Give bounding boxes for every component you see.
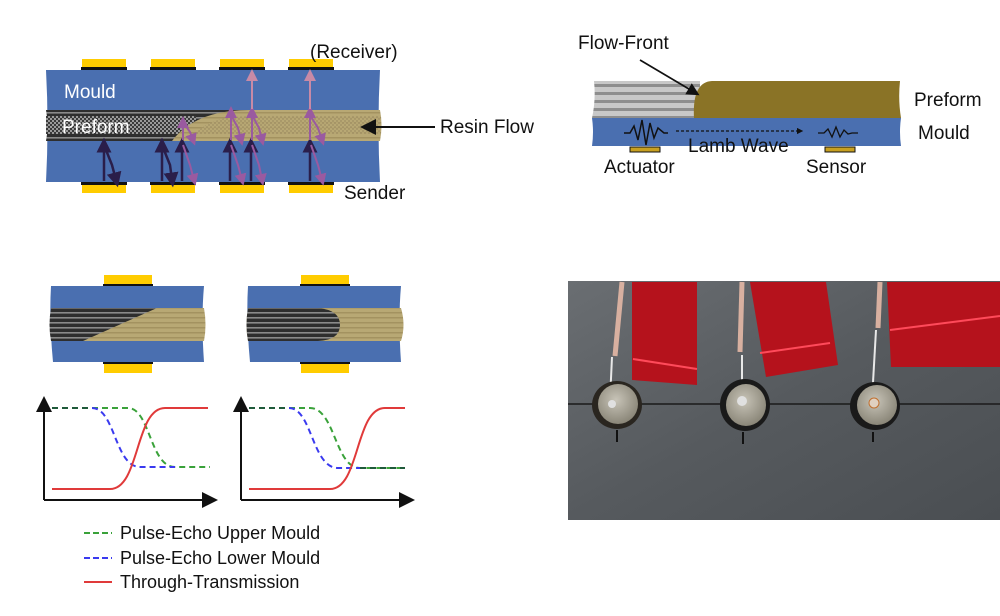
receiver-label: (Receiver) [310,42,398,63]
legend-label-upper: Pulse-Echo Upper Mould [120,523,320,543]
resin-preform [693,81,901,118]
legend: Pulse-Echo Upper Mould Pulse-Echo Lower … [84,523,320,592]
red-tape-2 [750,282,838,377]
preform-label: Preform [62,117,130,138]
flow-front-pointer [639,59,700,96]
transmitted-pink-arrows [246,69,316,109]
sensor-pad [824,146,856,153]
signal-plot-2 [233,396,415,508]
panel-a-through-transmission-diagram: (Receiver) Mould Preform Resin Flow Send… [46,42,534,204]
sender-label: Sender [344,183,406,204]
case-angled-front [49,275,206,373]
legend-label-lower: Pulse-Echo Lower Mould [120,548,320,568]
mould-label-b: Mould [918,123,970,144]
curve-pulse-echo-lower [91,407,175,468]
curve-pulse-echo-lower [288,407,360,469]
panel-d-sensor-photo [568,281,1000,520]
red-tape-1 [632,282,697,385]
sensor-wires [612,281,883,357]
mould-label: Mould [64,82,116,103]
curve-through-transmission [249,407,405,490]
signal-plot-1 [36,396,218,508]
flow-front-label: Flow-Front [578,33,670,54]
reflected-purple-arrows [177,106,327,186]
sender-transducers [81,182,334,193]
alignment-marks [616,430,874,444]
receiver-transducers [81,59,334,70]
actuator-label: Actuator [604,157,675,178]
curve-through-transmission [52,407,208,490]
lamb-wave-label: Lamb Wave [688,136,789,157]
red-tape-3 [887,282,1000,367]
preform-dry-checker [46,116,196,134]
curve-pulse-echo-upper [52,407,210,468]
resin-flow-label: Resin Flow [440,117,534,138]
actuator-wave-icon [624,119,668,146]
sensor-label: Sensor [806,157,867,178]
panel-c-flow-front-cases: Pulse-Echo Upper Mould Pulse-Echo Lower … [36,275,415,592]
tape-edge-3 [889,315,1000,331]
tape-edge-2 [759,342,831,354]
curve-pulse-echo-upper-overlap [249,407,405,469]
tape-edge-1 [632,358,698,370]
sensor-discs [592,379,900,431]
curve-pulse-echo-upper [249,407,405,469]
actuator-pad [629,146,661,153]
mould-plate [592,118,901,146]
case-parabolic-front [246,275,404,373]
panel-b-lamb-wave-diagram: Flow-Front Preform Mould Lamb Wave Actua… [578,33,982,178]
sensor-wave-icon [818,125,858,139]
pulse-echo-arrows [96,137,318,188]
dry-preform [592,81,700,118]
preform-label-b: Preform [914,90,982,111]
legend-label-through: Through-Transmission [120,572,299,592]
resin-checker [195,116,380,134]
